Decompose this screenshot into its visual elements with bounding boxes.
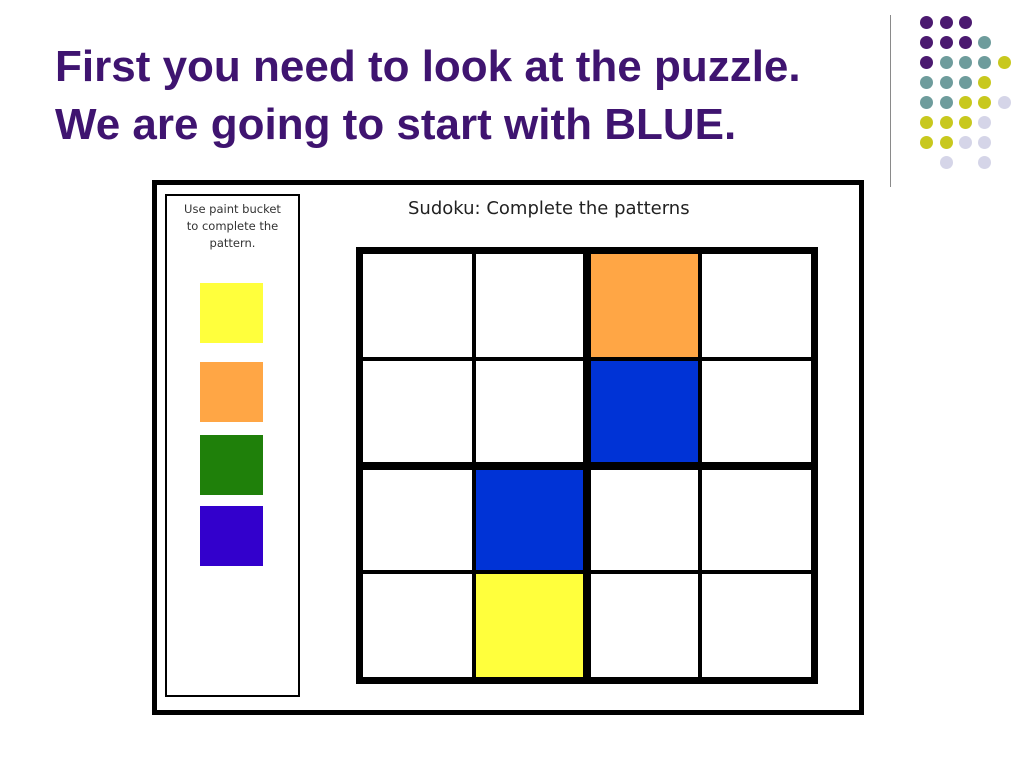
- decorative-dot: [920, 16, 933, 29]
- grid-cell-r2-c1[interactable]: [361, 358, 474, 466]
- decorative-dot: [940, 16, 953, 29]
- decorative-dot: [998, 96, 1011, 109]
- decorative-dot: [920, 56, 933, 69]
- decorative-dot: [998, 56, 1011, 69]
- grid-cell-r3-c1[interactable]: [361, 465, 474, 573]
- grid-cell-r4-c4[interactable]: [700, 572, 813, 679]
- grid-cell-r4-c3[interactable]: [587, 572, 700, 679]
- grid-cell-r3-c3[interactable]: [587, 465, 700, 573]
- puzzle-title: Sudoku: Complete the patterns: [408, 198, 690, 219]
- palette-instructions: Use paint bucket to complete the pattern…: [167, 201, 298, 252]
- grid-cell-r1-c4[interactable]: [700, 252, 813, 359]
- decorative-dot: [959, 136, 972, 149]
- decorative-dot: [940, 156, 953, 169]
- decorative-dot: [940, 116, 953, 129]
- slide-title: First you need to look at the puzzle. We…: [55, 38, 905, 154]
- grid-cell-r4-c2[interactable]: [474, 572, 587, 679]
- decorative-dot: [940, 136, 953, 149]
- slide-title-line-2: We are going to start with BLUE.: [55, 100, 737, 149]
- grid-cell-r1-c3[interactable]: [587, 252, 700, 359]
- decorative-dot: [920, 76, 933, 89]
- decorative-dot: [959, 56, 972, 69]
- grid-cell-r2-c4[interactable]: [700, 358, 813, 466]
- slide-title-line-1: First you need to look at the puzzle.: [55, 42, 801, 91]
- decorative-dot: [920, 36, 933, 49]
- palette-instructions-line-2: to complete the: [186, 219, 279, 233]
- decorative-dot: [978, 96, 991, 109]
- swatch-orange[interactable]: [200, 362, 263, 422]
- decorative-dot: [978, 56, 991, 69]
- grid-cell-r3-c2[interactable]: [474, 465, 587, 573]
- decorative-dot: [940, 96, 953, 109]
- decorative-dot: [959, 16, 972, 29]
- decorative-dot: [940, 76, 953, 89]
- grid-cell-r3-c4[interactable]: [700, 465, 813, 573]
- decorative-dot: [978, 76, 991, 89]
- decorative-dot: [959, 96, 972, 109]
- color-palette-panel: Use paint bucket to complete the pattern…: [165, 194, 300, 697]
- grid-cell-r4-c1[interactable]: [361, 572, 474, 679]
- decorative-dot: [978, 136, 991, 149]
- grid-cell-r1-c2[interactable]: [474, 252, 587, 359]
- decorative-dot: [940, 56, 953, 69]
- palette-instructions-line-3: pattern.: [209, 236, 256, 250]
- grid-cell-r2-c2[interactable]: [474, 358, 587, 466]
- swatch-yellow[interactable]: [200, 283, 263, 343]
- swatch-green[interactable]: [200, 435, 263, 495]
- decorative-dot: [978, 156, 991, 169]
- palette-instructions-line-1: Use paint bucket: [184, 202, 281, 216]
- decorative-divider: [890, 15, 891, 187]
- decorative-dot: [959, 116, 972, 129]
- decorative-dot: [920, 96, 933, 109]
- swatch-blue[interactable]: [200, 506, 263, 566]
- decorative-dot: [978, 116, 991, 129]
- sudoku-grid: [356, 247, 818, 684]
- grid-cell-r2-c3[interactable]: [587, 358, 700, 466]
- decorative-dot: [940, 36, 953, 49]
- decorative-dot: [959, 36, 972, 49]
- decorative-dot: [959, 76, 972, 89]
- decorative-dot: [920, 116, 933, 129]
- decorative-dot: [920, 136, 933, 149]
- grid-cell-r1-c1[interactable]: [361, 252, 474, 359]
- decorative-dot: [978, 36, 991, 49]
